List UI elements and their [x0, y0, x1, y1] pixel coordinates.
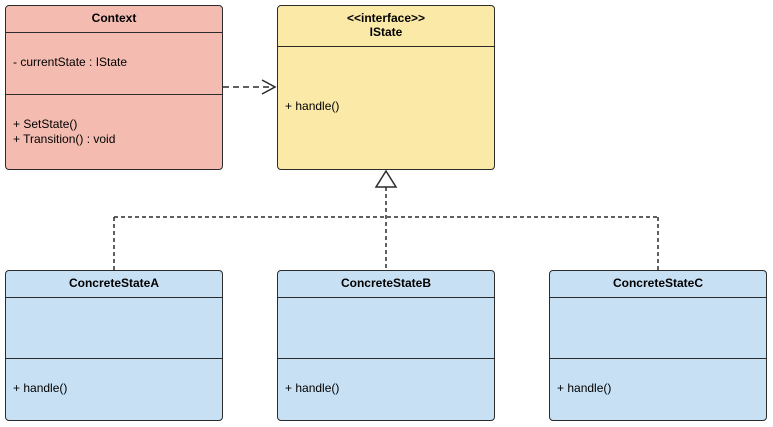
- istate-stereotype: <<interface>>: [346, 11, 426, 25]
- concrete-state-a-attributes-section: [6, 297, 222, 358]
- concrete-state-b-operations-section: + handle(): [278, 358, 494, 420]
- context-operation: + SetState(): [13, 117, 78, 131]
- realization-arrowhead: [374, 169, 398, 188]
- istate-name-section: <<interface>> IState: [278, 6, 494, 46]
- concrete-state-a-operations-section: + handle(): [6, 358, 222, 420]
- concrete-state-b-box[interactable]: ConcreteStateB + handle(): [277, 270, 495, 421]
- concrete-state-a-name-section: ConcreteStateA: [6, 271, 222, 297]
- concrete-state-c-name-section: ConcreteStateC: [550, 271, 766, 297]
- concrete-state-a-name: ConcreteStateA: [68, 276, 160, 290]
- concrete-state-c-operations-section: + handle(): [550, 358, 766, 420]
- concrete-state-a-operation: + handle(): [13, 381, 68, 395]
- context-class-name: Context: [91, 11, 137, 25]
- concrete-state-a-box[interactable]: ConcreteStateA + handle(): [5, 270, 223, 421]
- context-operations-section: + SetState() + Transition() : void: [6, 94, 222, 169]
- concrete-state-c-box[interactable]: ConcreteStateC + handle(): [549, 270, 767, 421]
- concrete-state-c-operation: + handle(): [557, 381, 612, 395]
- concrete-state-b-name: ConcreteStateB: [340, 276, 432, 290]
- context-class-box[interactable]: Context - currentState : IState + SetSta…: [5, 5, 223, 170]
- istate-operations-section: + handle(): [278, 46, 494, 169]
- istate-interface-box[interactable]: <<interface>> IState + handle(): [277, 5, 495, 170]
- concrete-state-b-attributes-section: [278, 297, 494, 358]
- concrete-state-b-operation: + handle(): [285, 381, 340, 395]
- context-attributes-section: - currentState : IState: [6, 32, 222, 94]
- dependency-arrowhead: [261, 79, 277, 95]
- context-operation: + Transition() : void: [13, 132, 116, 146]
- context-name-section: Context: [6, 6, 222, 32]
- istate-operation: + handle(): [285, 99, 340, 113]
- concrete-state-b-name-section: ConcreteStateB: [278, 271, 494, 297]
- istate-interface-name: IState: [369, 25, 403, 39]
- concrete-state-c-name: ConcreteStateC: [612, 276, 704, 290]
- concrete-state-c-attributes-section: [550, 297, 766, 358]
- context-attribute: - currentState : IState: [13, 55, 128, 69]
